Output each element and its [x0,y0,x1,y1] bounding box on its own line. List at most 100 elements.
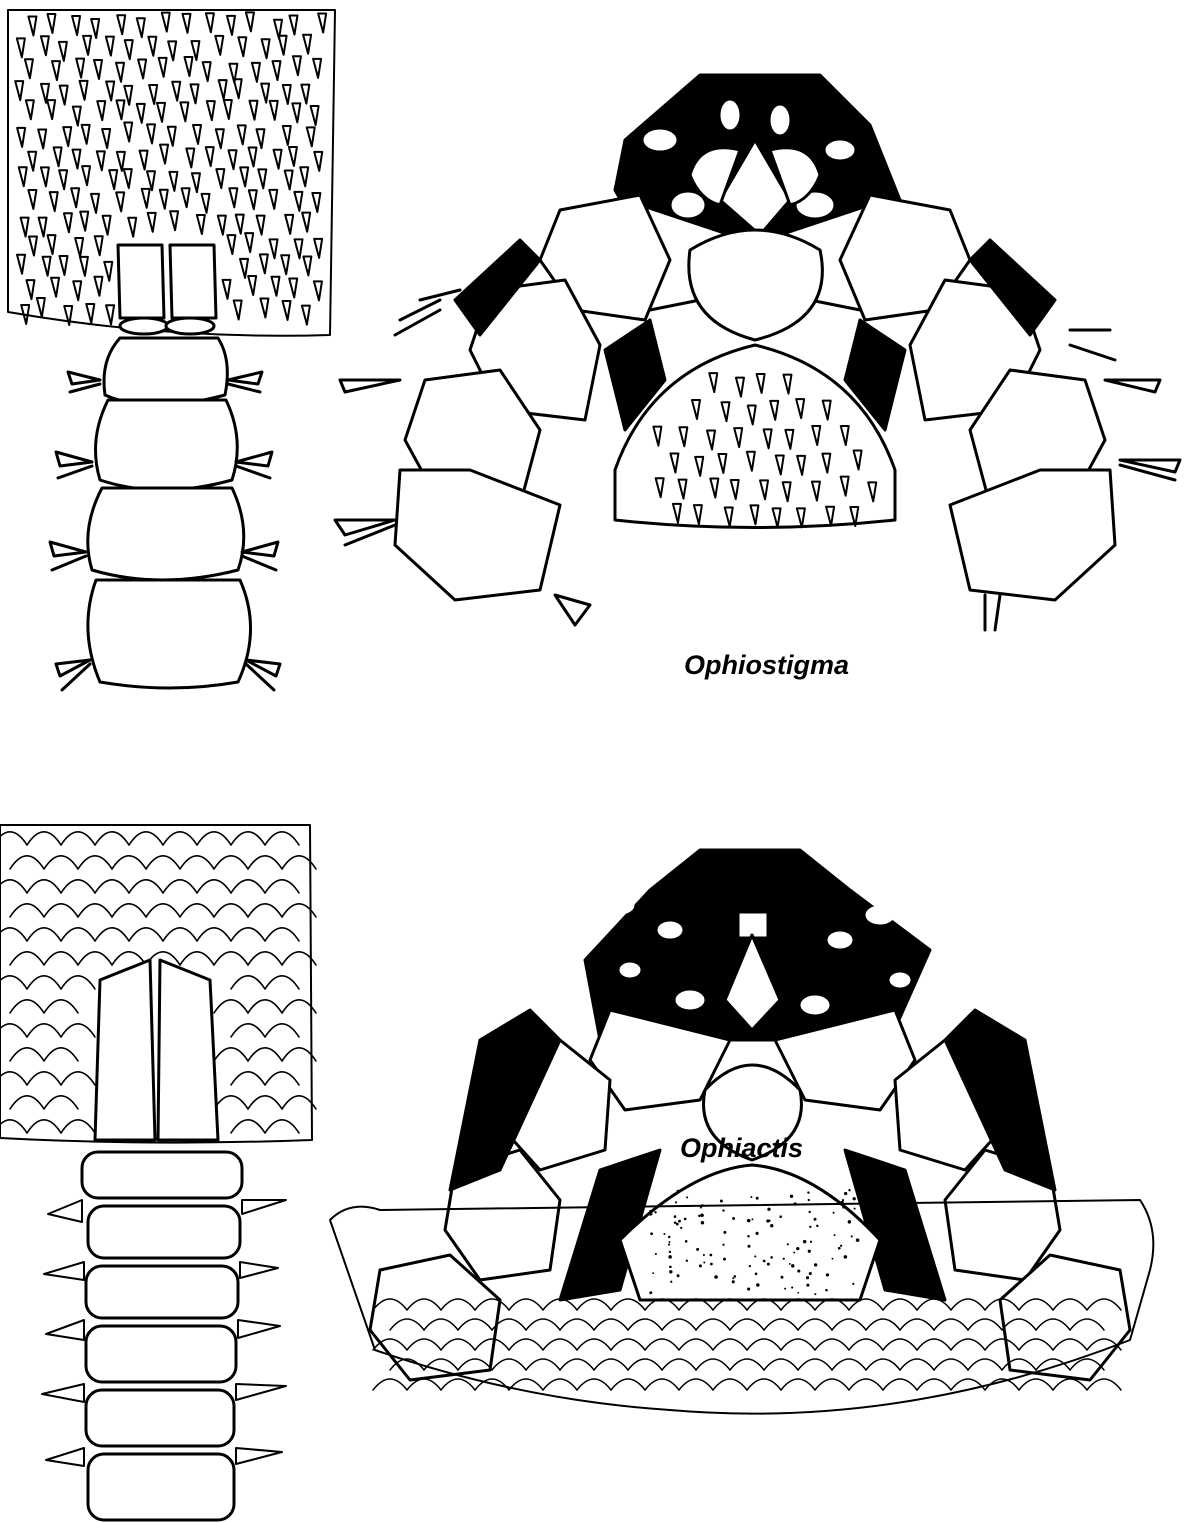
disc-scale [10,1000,44,1013]
disc-scale [197,880,231,893]
stipple-dot [686,1196,688,1198]
spinelet [59,42,67,61]
stipple-dot [825,1289,828,1292]
spinelet [138,60,146,79]
disc-scale [61,832,95,845]
spinelet [104,262,112,281]
stipple-dot [677,1274,680,1277]
disc-scale [713,1339,747,1350]
disc-scale [265,928,299,941]
spinelet [170,211,178,230]
disc-scale [27,1120,61,1133]
stipple-dot [710,1263,713,1266]
spinelet [94,277,102,296]
disc-scale [61,928,95,941]
spinelet [293,56,301,75]
spinelet [192,173,200,192]
stipple-dot [784,1288,786,1290]
disc-scale [526,1319,560,1330]
spinelet [307,127,315,146]
spinelet [72,150,80,169]
disc-scale [560,1359,594,1370]
spinelet [63,127,71,146]
disc-scale [509,1299,543,1310]
stipple-dot [854,1208,856,1210]
spinelet [202,194,210,213]
spinelet [124,169,132,188]
disc-scale [781,1379,815,1390]
spinelet [238,125,246,144]
spinelet [124,123,132,142]
disc-scale [815,1339,849,1350]
spinelet [283,301,291,320]
disc-scale [543,1339,577,1350]
spinelet [59,256,67,275]
stipple-dot [791,1264,794,1267]
spinelet [219,80,227,99]
disc-scale [1019,1379,1053,1390]
stipple-dot [674,1215,677,1218]
spinelet [223,280,231,299]
disc-scale [526,1359,560,1370]
stipple-dot [809,1226,811,1228]
spinelet [94,60,102,79]
disc-scale [214,952,248,965]
spinelet [289,278,297,297]
disc-scale [180,952,214,965]
spinelet [300,167,308,186]
disc-scale [27,880,61,893]
spinelet [80,257,88,276]
spinelet [137,18,145,37]
stipple-dot [750,1196,752,1198]
disc-scale [197,928,231,941]
stipple-dot [720,1199,723,1202]
stipple-dot [700,1213,704,1217]
spinelet [59,170,67,189]
stipple-dot [789,1263,791,1265]
spinelet [283,126,291,145]
disc-scale [543,1379,577,1390]
disc-scale [849,1339,883,1350]
disc-scale [129,880,163,893]
disc-scale [27,976,61,989]
stipple-dot [733,1275,736,1278]
disc-scale [214,904,248,917]
spinelet [303,35,311,54]
disc-scale [95,832,129,845]
stipple-dot [797,1292,799,1294]
disc-scale [611,1339,645,1350]
stipple-dot [808,1199,810,1201]
spinelet [295,239,303,258]
stipple-dot [723,1231,726,1234]
disc-scale [78,952,112,965]
disc-scale [78,904,112,917]
stipple-dot [649,1291,652,1294]
disc-scale [917,1379,951,1390]
stipple-dot [796,1247,799,1250]
disc-scale [248,904,282,917]
stipple-dot [655,1253,657,1255]
stipple-dot [787,1243,789,1245]
stipple-dot [749,1265,751,1267]
stipple-dot [747,1219,751,1223]
disc-scale [129,928,163,941]
stipple-dot [767,1263,770,1266]
stipple-dot [699,1264,702,1267]
stipple-dot [668,1236,670,1238]
spinelet [279,36,287,55]
stipple-dot [808,1211,810,1213]
stipple-dot [703,1262,705,1264]
stipple-dot [756,1197,759,1200]
spinelet [73,107,81,126]
stipple-dot [853,1197,856,1200]
disc-scale [628,1319,662,1330]
disc-scale [10,952,44,965]
spinelet [302,306,310,325]
stipple-dot [814,1218,817,1221]
stipple-dot [809,1272,812,1275]
stipple-dot [649,1212,653,1216]
spinelet [186,148,194,167]
stipple-dot [783,1258,785,1260]
spinelet [269,190,277,209]
stipple-dot [763,1260,766,1263]
